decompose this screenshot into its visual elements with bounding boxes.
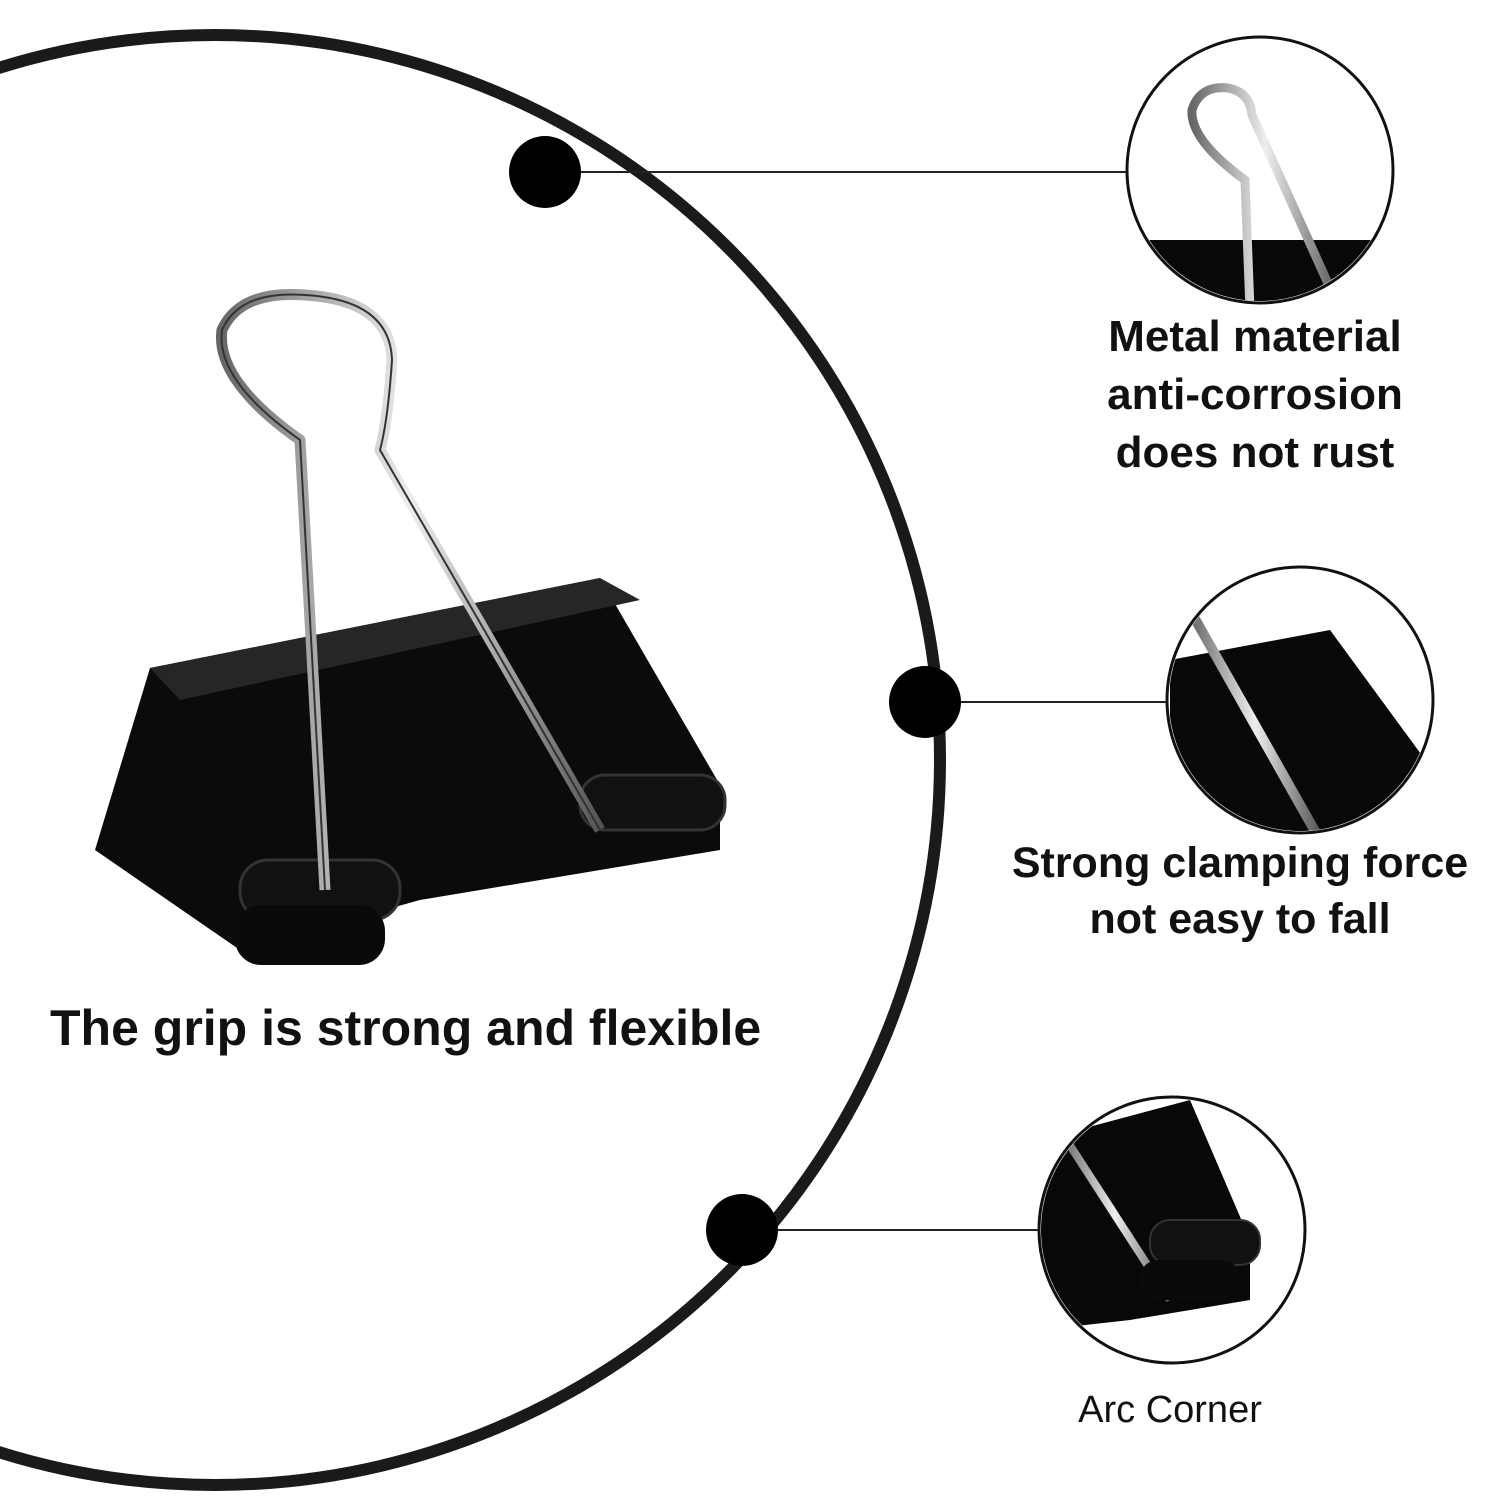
arc-divider — [0, 29, 946, 1491]
caption-line: anti-corrosion — [1107, 370, 1403, 420]
detail-arc-corner — [1041, 1100, 1261, 1330]
detail-clamping — [1170, 607, 1431, 831]
caption-line: Arc Corner — [1078, 1389, 1262, 1431]
binder-clip-image — [95, 288, 727, 965]
caption-line: not easy to fall — [1089, 894, 1391, 943]
feature-caption-clamping: Strong clamping force not easy to fall — [960, 836, 1500, 948]
feature-caption-metal: Metal material anti-corrosion does not r… — [1040, 308, 1470, 482]
caption-line: does not rust — [1115, 428, 1395, 478]
callout-dot-3 — [706, 1194, 778, 1266]
main-caption: The grip is strong and flexible — [50, 1000, 762, 1056]
feature-caption-arc-corner: Arc Corner — [1020, 1385, 1320, 1435]
callout-dot-1 — [509, 136, 581, 208]
detail-wire-handle — [1129, 83, 1391, 301]
caption-line: Metal material — [1108, 312, 1402, 361]
callout-dot-2 — [889, 666, 961, 738]
caption-line: Strong clamping force — [1011, 839, 1469, 887]
